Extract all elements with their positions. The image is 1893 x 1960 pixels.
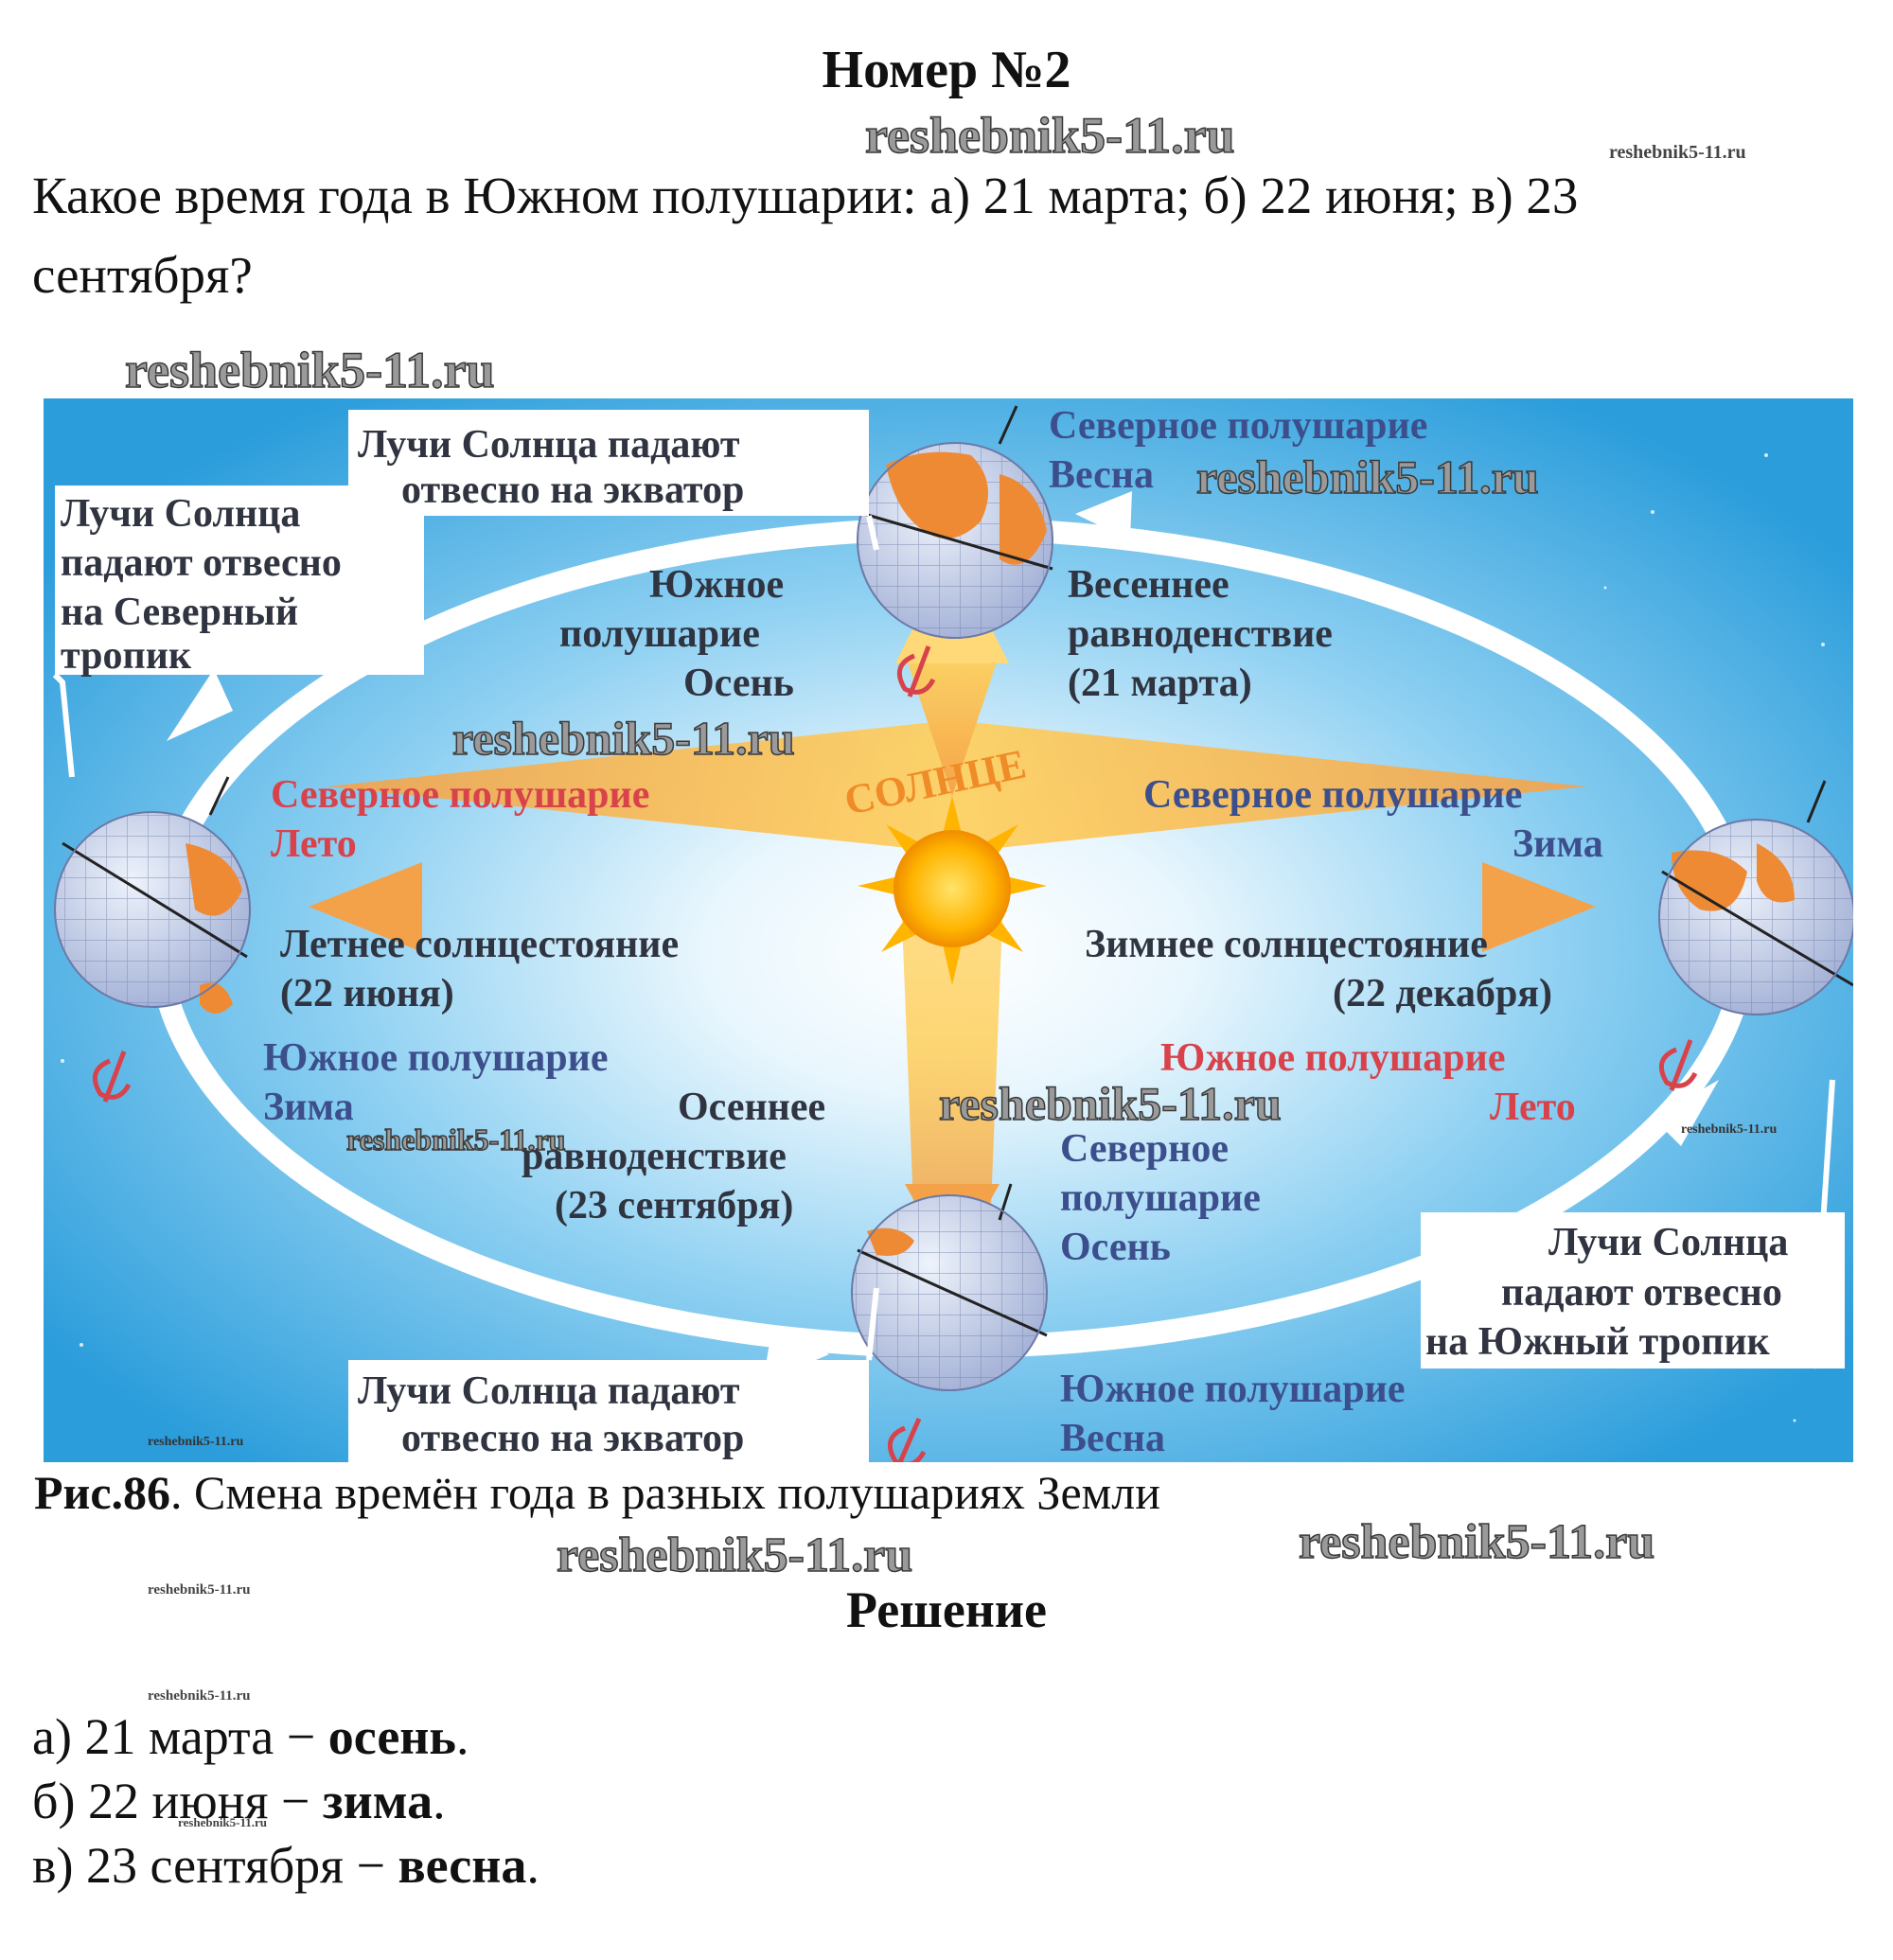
callout-boxes: [52, 410, 1845, 1462]
answer-b: б) 22 июня − зима.: [32, 1772, 446, 1830]
top-north-line-2: Весна: [1049, 453, 1154, 497]
ray-arrow-left: [309, 862, 422, 952]
summer-solstice-line-2: (22 июня): [280, 972, 454, 1015]
autumn-equinox-line-1: Осеннее: [678, 1086, 825, 1129]
top-south-line-3: Осень: [683, 662, 794, 705]
watermark: reshebnik5-11.ru: [1298, 1514, 1655, 1570]
watermark: reshebnik5-11.ru: [148, 1688, 251, 1704]
figure-caption-text: . Смена времён года в разных полушариях …: [170, 1466, 1161, 1519]
bottom-box-line-2: отвесно на экватор: [401, 1417, 744, 1460]
watermark: reshebnik5-11.ru: [1196, 450, 1539, 503]
answer-value: весна: [398, 1837, 527, 1894]
top-south-line-2: полушарие: [559, 612, 760, 656]
answer-prefix: б) 22 июня −: [32, 1773, 323, 1829]
horizontal-rays: [327, 720, 1586, 853]
right-north-line-1: Северное полушарие: [1143, 773, 1522, 817]
answer-suffix: .: [433, 1773, 446, 1829]
winter-solstice-line-1: Зимнее солнцестояние: [1085, 923, 1488, 966]
answer-prefix: а) 21 марта −: [32, 1708, 328, 1765]
left-south-line-2: Зима: [263, 1086, 354, 1129]
top-box-line-1: Лучи Солнца падают: [358, 423, 740, 467]
spring-equinox-line-1: Весеннее: [1068, 563, 1230, 607]
spring-equinox-line-3: (21 марта): [1068, 662, 1252, 705]
answer-suffix: .: [455, 1708, 469, 1765]
bottom-south-line-1: Южное полушарие: [1060, 1368, 1405, 1411]
solution-title: Решение: [846, 1581, 1047, 1638]
left-north-line-2: Лето: [271, 822, 357, 866]
right-north-line-2: Зима: [1513, 822, 1603, 866]
left-box-line-2: падают отвесно: [61, 541, 342, 585]
ray-arrow-right: [1482, 862, 1596, 952]
watermark: reshebnik5-11.ru: [148, 1435, 243, 1449]
right-box-line-3: на Южный тропик: [1425, 1320, 1771, 1364]
watermark: reshebnik5-11.ru: [556, 1527, 913, 1583]
watermark: reshebnik5-11.ru: [1609, 142, 1746, 163]
left-north-line-1: Северное полушарие: [271, 773, 649, 817]
figure-number: Рис.86: [34, 1466, 171, 1519]
stars: [61, 434, 1825, 1422]
watermark: reshebnik5-11.ru: [864, 106, 1235, 165]
left-south-line-1: Южное полушарие: [263, 1036, 608, 1080]
top-south-line-1: Южное: [649, 563, 784, 607]
watermark: reshebnik5-11.ru: [939, 1077, 1282, 1130]
watermark: reshebnik5-11.ru: [178, 1815, 268, 1829]
globe-left: [54, 776, 251, 1014]
watermark: reshebnik5-11.ru: [452, 712, 795, 765]
right-south-line-2: Лето: [1490, 1086, 1576, 1129]
globe-right: [1658, 780, 1853, 1015]
watermark: reshebnik5-11.ru: [148, 1582, 251, 1598]
bottom-north-line-3: Осень: [1060, 1226, 1171, 1269]
answer-a: а) 21 марта − осень.: [32, 1707, 469, 1766]
question-line-2: сентября?: [32, 246, 253, 304]
answer-prefix: в) 23 сентября −: [32, 1837, 398, 1894]
left-box-line-4: тропик: [61, 634, 192, 678]
watermark: reshebnik5-11.ru: [124, 341, 495, 399]
autumn-equinox-line-3: (23 сентября): [555, 1184, 793, 1227]
bottom-box-line-1: Лучи Солнца падают: [358, 1369, 740, 1413]
summer-solstice-line-1: Летнее солнцестояние: [280, 923, 679, 966]
left-box-line-1: Лучи Солнца: [61, 492, 300, 536]
vertical-rays-down: [900, 872, 1004, 1231]
left-box-line-3: на Северный: [61, 591, 298, 634]
answer-value: осень: [327, 1708, 456, 1765]
right-box-line-2: падают отвесно: [1501, 1271, 1782, 1315]
question-line-1: Какое время года в Южном полушарии: а) 2…: [32, 167, 1579, 224]
globe-bottom: [851, 1183, 1048, 1391]
globe-top: [857, 405, 1053, 639]
bottom-south-line-2: Весна: [1060, 1417, 1165, 1460]
winter-solstice-line-2: (22 декабря): [1333, 972, 1552, 1015]
top-box-line-2: отвесно на экватор: [401, 468, 744, 512]
right-south-line-1: Южное полушарие: [1160, 1036, 1505, 1080]
bottom-north-line-2: полушарие: [1060, 1176, 1261, 1220]
rotation-icon: [92, 645, 1698, 1462]
answer-value: зима: [322, 1773, 433, 1829]
answer-suffix: .: [526, 1837, 540, 1894]
seasons-diagram: Лучи Солнца падают отвесно на экватор Лу…: [44, 398, 1853, 1462]
watermark: reshebnik5-11.ru: [346, 1122, 565, 1157]
bottom-north-line-1: Северное: [1060, 1127, 1229, 1171]
right-box-line-1: Лучи Солнца: [1548, 1221, 1788, 1264]
sun: [858, 796, 1047, 985]
answer-c: в) 23 сентября − весна.: [32, 1836, 540, 1895]
spring-equinox-line-2: равноденствие: [1068, 612, 1333, 656]
autumn-equinox-line-2: равноденствие: [522, 1135, 787, 1178]
orbit-arrows: [167, 491, 1719, 1383]
watermark: reshebnik5-11.ru: [1681, 1122, 1777, 1137]
figure-caption: Рис.86. Смена времён года в разных полуш…: [34, 1465, 1160, 1520]
question-text: Какое время года в Южном полушарии: а) 2…: [32, 156, 1831, 315]
top-north-line-1: Северное полушарие: [1049, 404, 1427, 448]
page-title: Номер №2: [822, 41, 1071, 99]
